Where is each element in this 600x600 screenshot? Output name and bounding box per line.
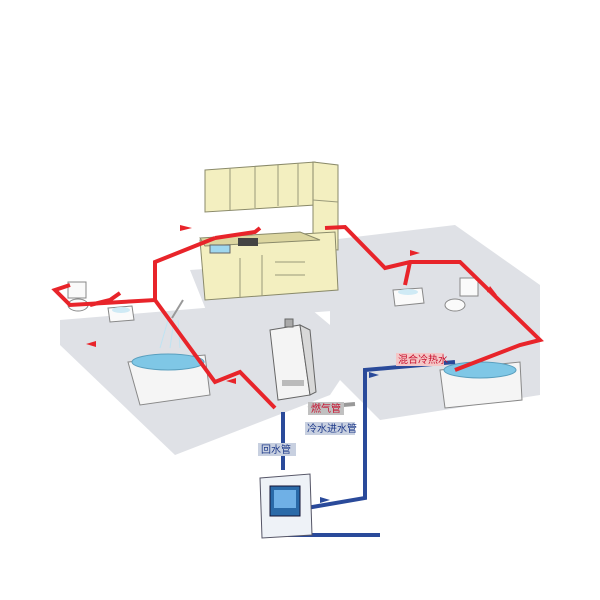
hot-water-pipes: [51, 224, 544, 410]
water-heater-icon: [269, 318, 317, 401]
left-bathtub: [127, 353, 211, 406]
arrow-icon: [320, 497, 330, 503]
label-gas-pipe: 燃气管: [308, 402, 344, 415]
svg-text:燃气管: 燃气管: [311, 402, 341, 415]
right-bathtub: [439, 361, 523, 409]
svg-text:混合冷热水: 混合冷热水: [398, 353, 448, 366]
arrow-icon: [369, 372, 379, 378]
arrow-icon: [86, 341, 96, 347]
control-panel-icon: [259, 473, 313, 539]
arrow-icon: [410, 250, 420, 256]
arrow-icon: [180, 225, 192, 231]
arrow-icon: [226, 378, 236, 384]
right-toilet: [444, 277, 479, 312]
svg-text:冷水进水管: 冷水进水管: [307, 422, 357, 435]
label-return-pipe: 回水管: [258, 443, 296, 456]
label-cold-inlet: 冷水进水管: [305, 422, 357, 435]
right-washbasin: [392, 287, 425, 307]
arrow-icon: [487, 286, 497, 295]
flow-arrows: [86, 225, 497, 384]
left-washbasin: [107, 305, 135, 323]
kitchen-cabinet: [199, 161, 339, 301]
label-mixed-outlet: 混合冷热水: [396, 353, 448, 366]
svg-text:回水管: 回水管: [261, 443, 291, 456]
